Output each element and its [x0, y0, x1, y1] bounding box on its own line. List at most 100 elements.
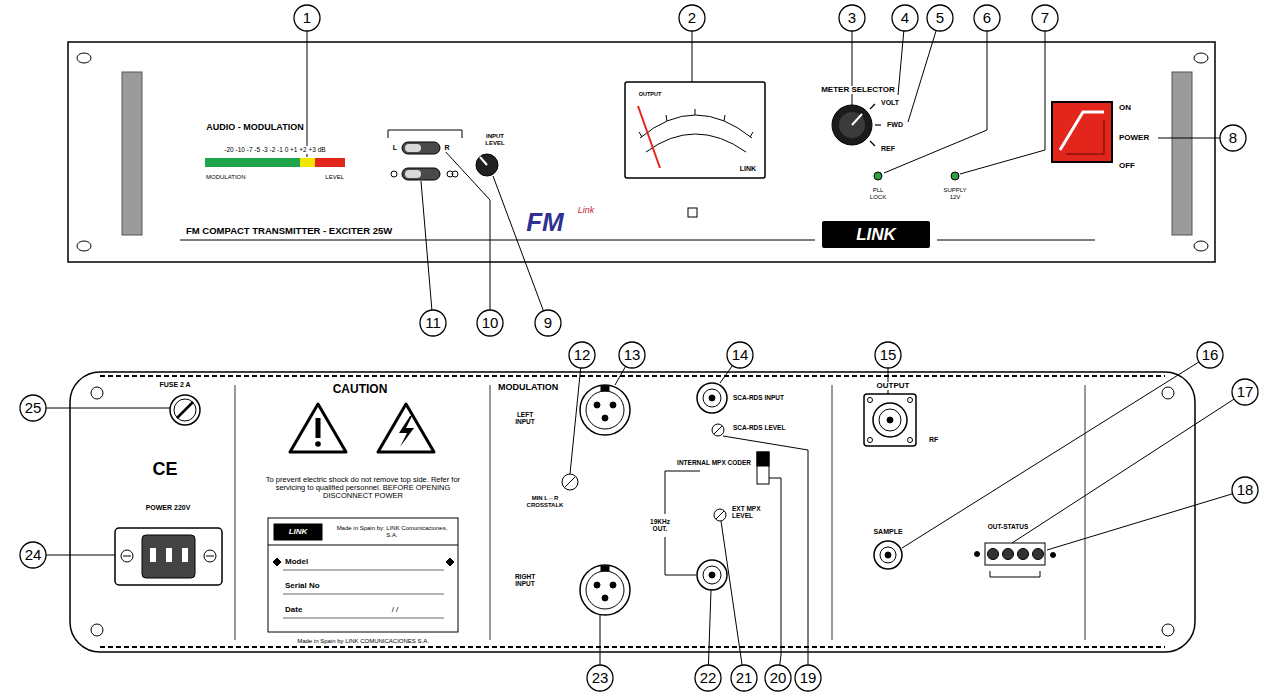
rack-handle: [1172, 72, 1192, 235]
callout-number: 11: [424, 315, 442, 332]
panel-label: Made in Spain by: LINK Comunicaciones, S…: [331, 525, 453, 538]
selector-switch: [452, 171, 458, 177]
meter-selector-knob: [870, 141, 875, 146]
output-meter: [625, 82, 765, 178]
panel-label: OFF: [1118, 162, 1136, 171]
panel-label: OUTPUT: [638, 91, 663, 97]
leader-line: [570, 355, 582, 474]
rf-connector: [887, 417, 893, 423]
xlr-connector: [594, 402, 600, 408]
modulation-bar: [300, 158, 315, 167]
callout-number: 10: [481, 315, 500, 332]
callout-circle: [974, 5, 1000, 31]
callout-circle: [20, 542, 46, 568]
callout-circle: [1220, 125, 1246, 151]
bnc-connector: [703, 566, 721, 584]
trimmer: [562, 424, 726, 521]
logo-text: Link: [577, 206, 596, 216]
terminal-block: [1051, 553, 1056, 558]
callout-number: 2: [687, 10, 697, 27]
power-socket: [121, 550, 133, 562]
mpx-switch: [757, 452, 769, 466]
trimmer: [714, 509, 726, 521]
selector-switch: [405, 170, 421, 178]
leader-line: [421, 181, 433, 323]
callout-number: 15: [879, 347, 898, 364]
panel-label: -20 -10 -7 -5 -3 -2 -1 0 +1 +2 +3 dB: [223, 146, 326, 153]
rear-panel: [70, 372, 1195, 652]
power-socket: [150, 548, 156, 562]
callout-circle: [1232, 379, 1258, 405]
callout-number: 9: [543, 315, 553, 332]
fuse-holder: [170, 395, 200, 425]
callout-number: 8: [1228, 130, 1238, 147]
front-panel: [1194, 53, 1208, 63]
input-level-knob: [476, 154, 498, 176]
fuse-holder: [170, 395, 200, 425]
rear-panel: [91, 624, 103, 636]
callout-circle: [695, 665, 721, 691]
output-meter: [695, 109, 696, 115]
leader-line: [721, 521, 744, 678]
panel-label: CE: [151, 460, 178, 480]
leader-line: [1047, 490, 1245, 550]
panel-label: SAMPLE: [872, 528, 903, 536]
panel-label: POWER: [1118, 134, 1150, 143]
panel-label: RIGHT INPUT: [506, 573, 544, 587]
callout-number: 23: [591, 670, 610, 687]
callout-number: 6: [982, 10, 992, 27]
callout-circle: [927, 5, 953, 31]
power-switch: [1060, 112, 1104, 150]
trim-line: [180, 240, 1095, 241]
trimmer: [714, 426, 722, 434]
rating-plate: [283, 570, 444, 571]
rating-plate: [268, 518, 458, 632]
logo-text: FM: [525, 208, 565, 237]
warning-symbol: [378, 404, 434, 452]
output-meter: [724, 115, 725, 121]
power-socket: [206, 556, 214, 557]
warning-symbol: [290, 404, 346, 452]
callout-number: 18: [1236, 482, 1255, 499]
power-socket: [115, 528, 222, 585]
power-switch: [1066, 120, 1104, 154]
terminal-block: [975, 552, 980, 557]
callout-number: 16: [1201, 347, 1220, 364]
callout-number: 5: [935, 10, 945, 27]
terminal-block: [985, 543, 1045, 565]
rating-plate: [283, 594, 444, 595]
rf-connector: [908, 438, 913, 443]
output-meter: [640, 115, 752, 138]
output-meter: [750, 132, 753, 137]
panel-label: CAUTION: [332, 383, 389, 396]
bnc-connector: [709, 572, 715, 578]
modulation-bar: [205, 158, 345, 167]
callout-number: 1: [302, 10, 312, 27]
output-meter: [666, 115, 667, 121]
warning-symbol: [399, 416, 414, 447]
panel-label: 19KHz OUT.: [644, 518, 676, 532]
bnc-connector: [703, 389, 721, 407]
link-logo: [822, 221, 930, 248]
trimmer: [562, 474, 578, 490]
input-level-knob: [480, 157, 487, 165]
panel-label: SCA-RDS INPUT: [732, 394, 785, 401]
callout-number: 4: [900, 10, 910, 27]
panel-label: L: [392, 144, 398, 152]
modulation-bar: [205, 158, 300, 167]
callout-circle: [20, 5, 1258, 691]
fuse-holder: [174, 399, 196, 421]
callout-number: 7: [1040, 10, 1050, 27]
callout-number: 12: [573, 347, 592, 364]
callout-circle: [727, 342, 753, 368]
terminal-block: [1003, 549, 1014, 560]
leader-line: [307, 18, 308, 157]
leader-line: [33, 18, 1245, 678]
panel-label: Model: [284, 558, 309, 567]
panel-label: ON: [1118, 104, 1132, 113]
callout-circle: [892, 5, 918, 31]
modulation-bar: [315, 158, 345, 167]
panel-label: MODULATION: [205, 174, 247, 181]
leader-line: [493, 176, 548, 323]
callout-number: 22: [699, 670, 718, 687]
